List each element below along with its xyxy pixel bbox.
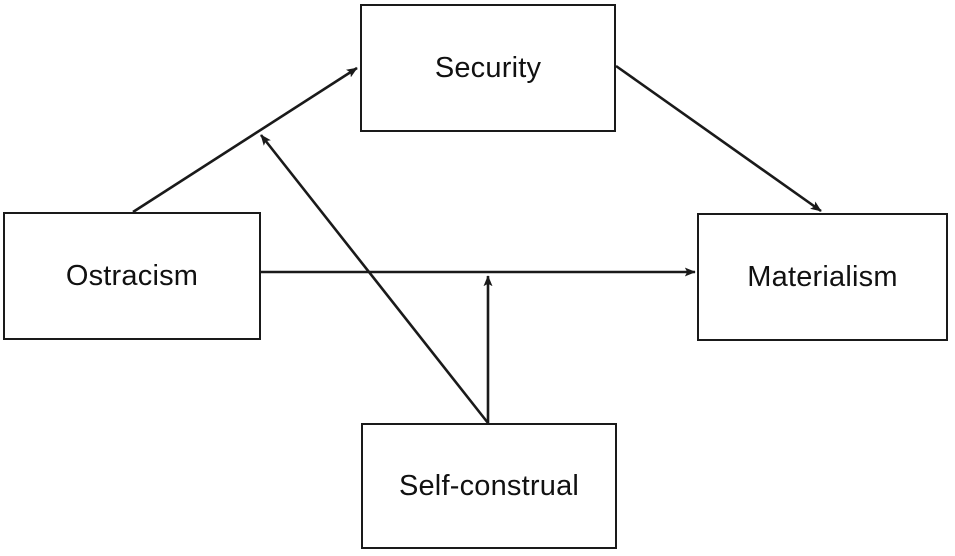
node-materialism[interactable]: Materialism: [697, 213, 948, 341]
node-self-construal-label: Self-construal: [398, 469, 580, 502]
node-materialism-label: Materialism: [747, 260, 898, 293]
node-security-label: Security: [434, 51, 542, 84]
edge-ostracism-to-security: [132, 66, 358, 214]
node-security[interactable]: Security: [360, 4, 616, 132]
edge-selfconstrual-to-path-a: [259, 134, 490, 424]
node-self-construal[interactable]: Self-construal: [361, 423, 617, 549]
node-ostracism-label: Ostracism: [65, 259, 199, 292]
node-ostracism[interactable]: Ostracism: [3, 212, 261, 340]
edge-security-to-materialism: [615, 64, 822, 213]
